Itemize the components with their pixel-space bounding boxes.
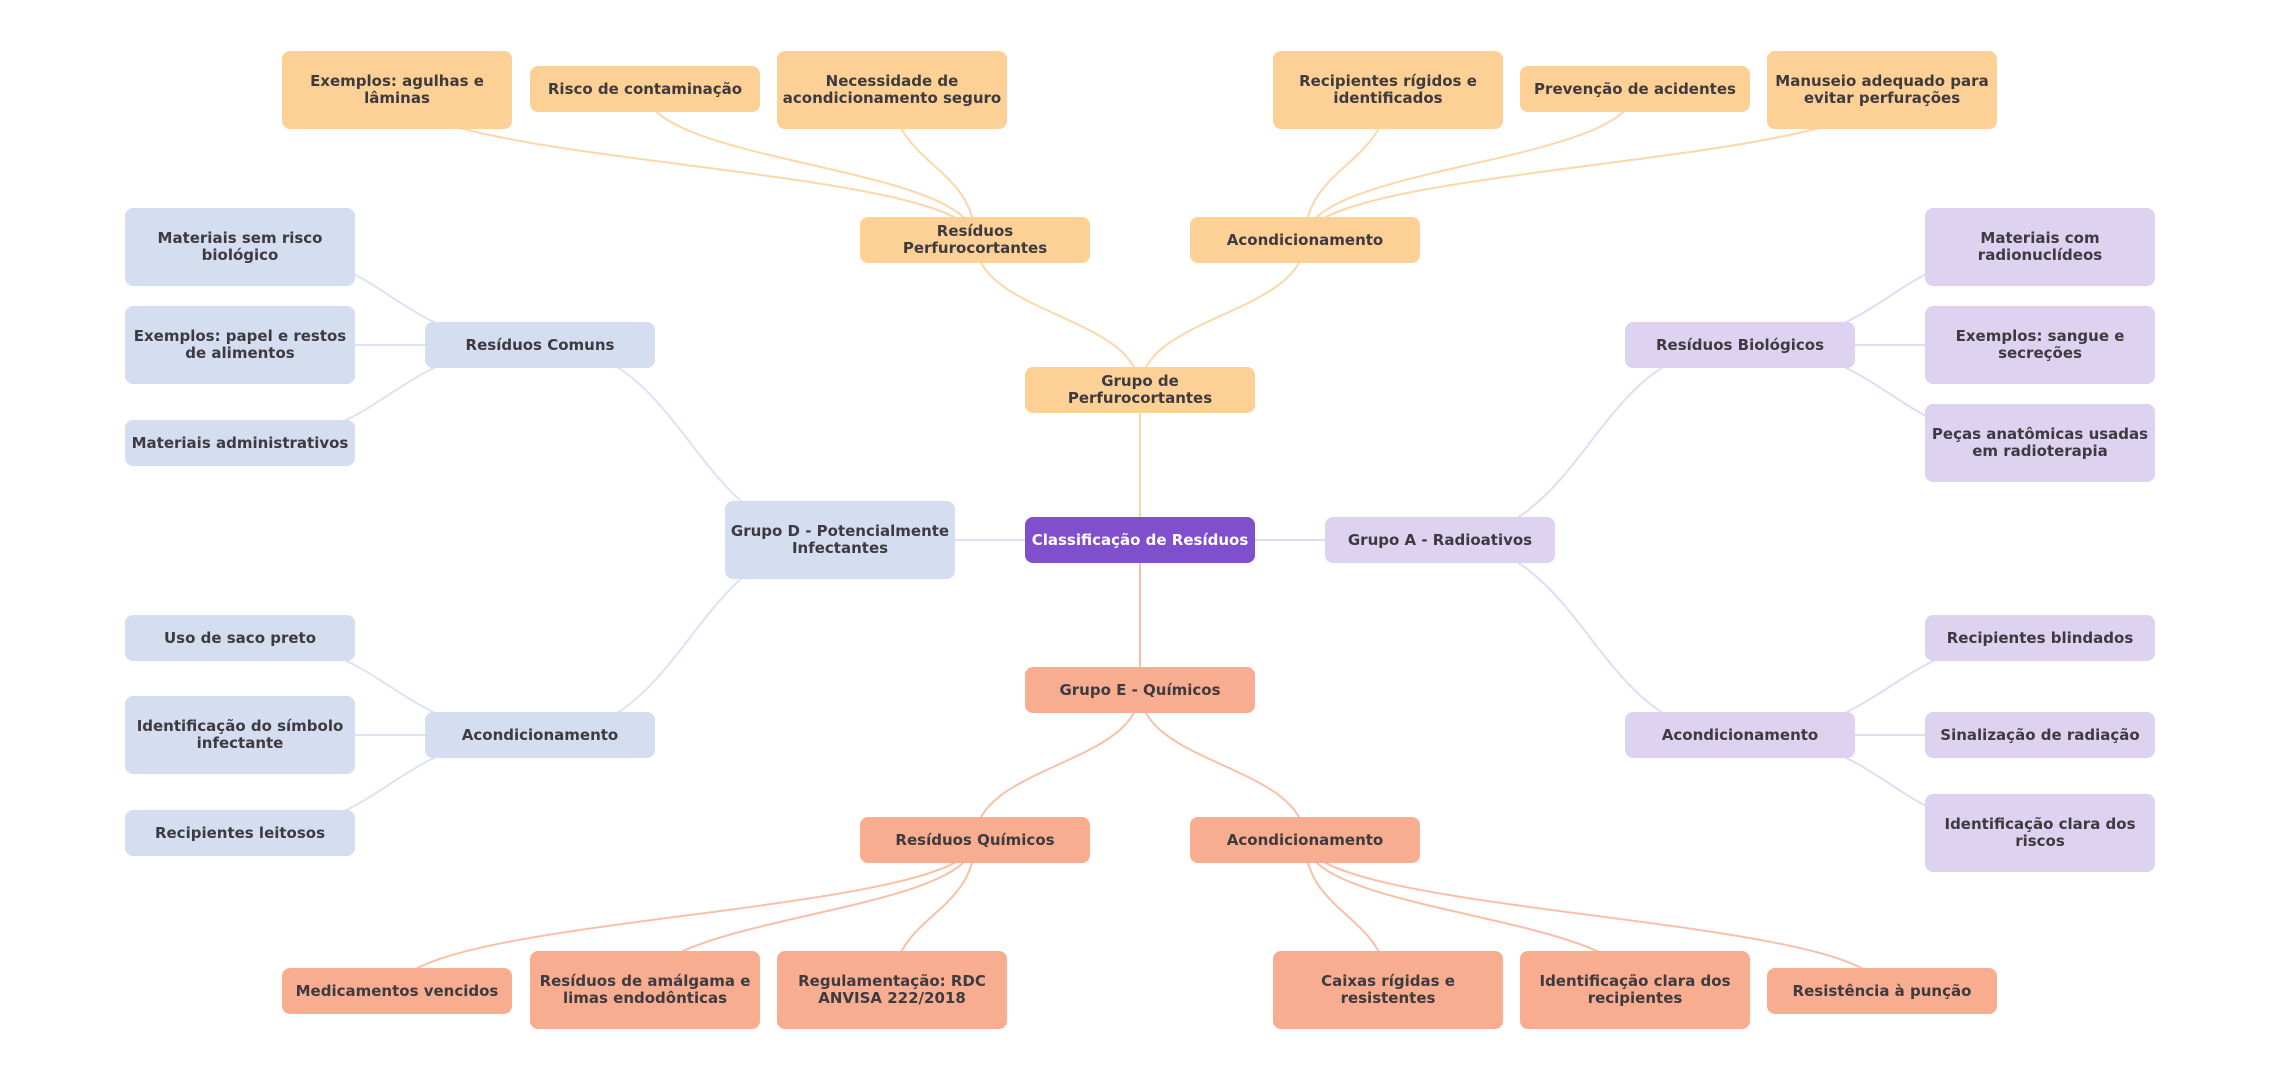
node-label: Acondicionamento [461,725,619,744]
node-label: Resistência à punção [1792,981,1972,1000]
connector-ge_ac-ge_ac_3 [1304,839,1883,992]
node-prevencao-de-acidentes[interactable]: Prevenção de acidentes [1520,66,1750,112]
node-label: Grupo D - Potencialmente Infectantes [730,522,950,557]
node-label: Recipientes rígidos e identificados [1299,72,1477,107]
node-label: Resíduos Perfurocortantes [902,222,1048,257]
connector-ge-ge_q [974,689,1141,841]
connector-ga-ga_ac [1439,539,1741,736]
connector-perf-perf_res [974,239,1141,391]
node-necessidade-de-acondicionamento-seguro[interactable]: Necessidade de acondicionamento seguro [777,51,1007,129]
node-identificacao-do-simbolo-infectante[interactable]: Identificação do símbolo infectante [125,696,355,774]
node-label: Peças anatômicas usadas em radioterapia [1931,425,2149,460]
node-label: Uso de saco preto [163,628,317,647]
node-label: Acondicionamento [1226,230,1384,249]
node-residuos-comuns[interactable]: Resíduos Comuns [425,322,655,368]
node-label: Classificação de Resíduos [1031,530,1249,549]
node-label: Resíduos de amálgama e limas endodôntica… [539,972,751,1007]
node-label: Resíduos Biológicos [1656,335,1824,354]
node-regulamentacao-rdc-anvisa-222-2018[interactable]: Regulamentação: RDC ANVISA 222/2018 [777,951,1007,1029]
node-materiais-com-radionuclideos[interactable]: Materiais com radionuclídeos [1925,208,2155,286]
node-residuos-perfurocortantes[interactable]: Resíduos Perfurocortantes [860,217,1090,263]
node-label: Exemplos: sangue e secreções [1955,327,2125,362]
node-label: Identificação do símbolo infectante [136,717,344,752]
node-grupo-d-potencialmente-infectantes[interactable]: Grupo D - Potencialmente Infectantes [725,501,955,579]
node-acondicionamento[interactable]: Acondicionamento [425,712,655,758]
node-label: Regulamentação: RDC ANVISA 222/2018 [798,972,986,1007]
node-acondicionamento[interactable]: Acondicionamento [1190,817,1420,863]
node-materiais-administrativos[interactable]: Materiais administrativos [125,420,355,466]
node-label: Exemplos: agulhas e lâminas [310,72,484,107]
node-acondicionamento[interactable]: Acondicionamento [1190,217,1420,263]
node-label: Prevenção de acidentes [1534,79,1736,98]
connector-perf_res-perf_res_2 [644,88,976,241]
node-sinalizacao-de-radiacao[interactable]: Sinalização de radiação [1925,712,2155,758]
node-label: Identificação clara dos riscos [1944,815,2136,850]
node-label: Recipientes blindados [1946,628,2134,647]
node-label: Sinalização de radiação [1940,725,2140,744]
node-label: Recipientes leitosos [154,823,326,842]
node-identificacao-clara-dos-recipientes[interactable]: Identificação clara dos recipientes [1520,951,1750,1029]
node-label: Materiais administrativos [131,433,349,452]
node-label: Grupo de Perfurocortantes [1067,372,1213,407]
node-label: Grupo E - Químicos [1059,680,1221,699]
node-label: Acondicionamento [1661,725,1819,744]
connector-ge_q-ge_q_1 [396,839,976,992]
node-recipientes-blindados[interactable]: Recipientes blindados [1925,615,2155,661]
connector-perf_ac-perf_ac_2 [1304,88,1636,241]
node-manuseio-adequado-para-evitar-perfuracoes[interactable]: Manuseio adequado para evitar perfuraçõe… [1767,51,1997,129]
node-label: Caixas rígidas e resistentes [1321,972,1455,1007]
node-residuos-biologicos[interactable]: Resíduos Biológicos [1625,322,1855,368]
node-exemplos-papel-e-restos-de-alimentos[interactable]: Exemplos: papel e restos de alimentos [125,306,355,384]
node-label: Resíduos Comuns [465,335,615,354]
node-recipientes-leitosos[interactable]: Recipientes leitosos [125,810,355,856]
node-pecas-anatomicas-usadas-em-radioterapia[interactable]: Peças anatômicas usadas em radioterapia [1925,404,2155,482]
node-label: Medicamentos vencidos [295,981,499,1000]
node-uso-de-saco-preto[interactable]: Uso de saco preto [125,615,355,661]
node-caixas-rigidas-e-resistentes[interactable]: Caixas rígidas e resistentes [1273,951,1503,1029]
node-resistencia-a-puncao[interactable]: Resistência à punção [1767,968,1997,1014]
node-recipientes-rigidos-e-identificados[interactable]: Recipientes rígidos e identificados [1273,51,1503,129]
node-label: Grupo A - Radioativos [1347,530,1533,549]
node-label: Manuseio adequado para evitar perfuraçõe… [1775,72,1989,107]
node-exemplos-agulhas-e-laminas[interactable]: Exemplos: agulhas e lâminas [282,51,512,129]
node-identificacao-clara-dos-riscos[interactable]: Identificação clara dos riscos [1925,794,2155,872]
node-medicamentos-vencidos[interactable]: Medicamentos vencidos [282,968,512,1014]
node-label: Necessidade de acondicionamento seguro [782,72,1002,107]
node-label: Resíduos Químicos [895,830,1055,849]
node-grupo-e-quimicos[interactable]: Grupo E - Químicos [1025,667,1255,713]
node-grupo-a-radioativos[interactable]: Grupo A - Radioativos [1325,517,1555,563]
connector-ga-ga_bio [1439,344,1741,541]
node-label: Identificação clara dos recipientes [1539,972,1731,1007]
node-label: Acondicionamento [1226,830,1384,849]
node-grupo-de-perfurocortantes[interactable]: Grupo de Perfurocortantes [1025,367,1255,413]
root-node[interactable]: Classificação de Resíduos [1025,517,1255,563]
node-label: Materiais sem risco biológico [157,229,323,264]
connector-ge-ge_ac [1139,689,1306,841]
node-residuos-de-amalgama-e-limas-endodonticas[interactable]: Resíduos de amálgama e limas endodôntica… [530,951,760,1029]
connector-perf-perf_ac [1139,239,1306,391]
node-label: Materiais com radionuclídeos [1977,229,2103,264]
node-risco-de-contaminacao[interactable]: Risco de contaminação [530,66,760,112]
node-acondicionamento[interactable]: Acondicionamento [1625,712,1855,758]
node-materiais-sem-risco-biologico[interactable]: Materiais sem risco biológico [125,208,355,286]
node-label: Exemplos: papel e restos de alimentos [133,327,347,362]
node-label: Risco de contaminação [547,79,743,98]
node-residuos-quimicos[interactable]: Resíduos Químicos [860,817,1090,863]
node-exemplos-sangue-e-secrecoes[interactable]: Exemplos: sangue e secreções [1925,306,2155,384]
